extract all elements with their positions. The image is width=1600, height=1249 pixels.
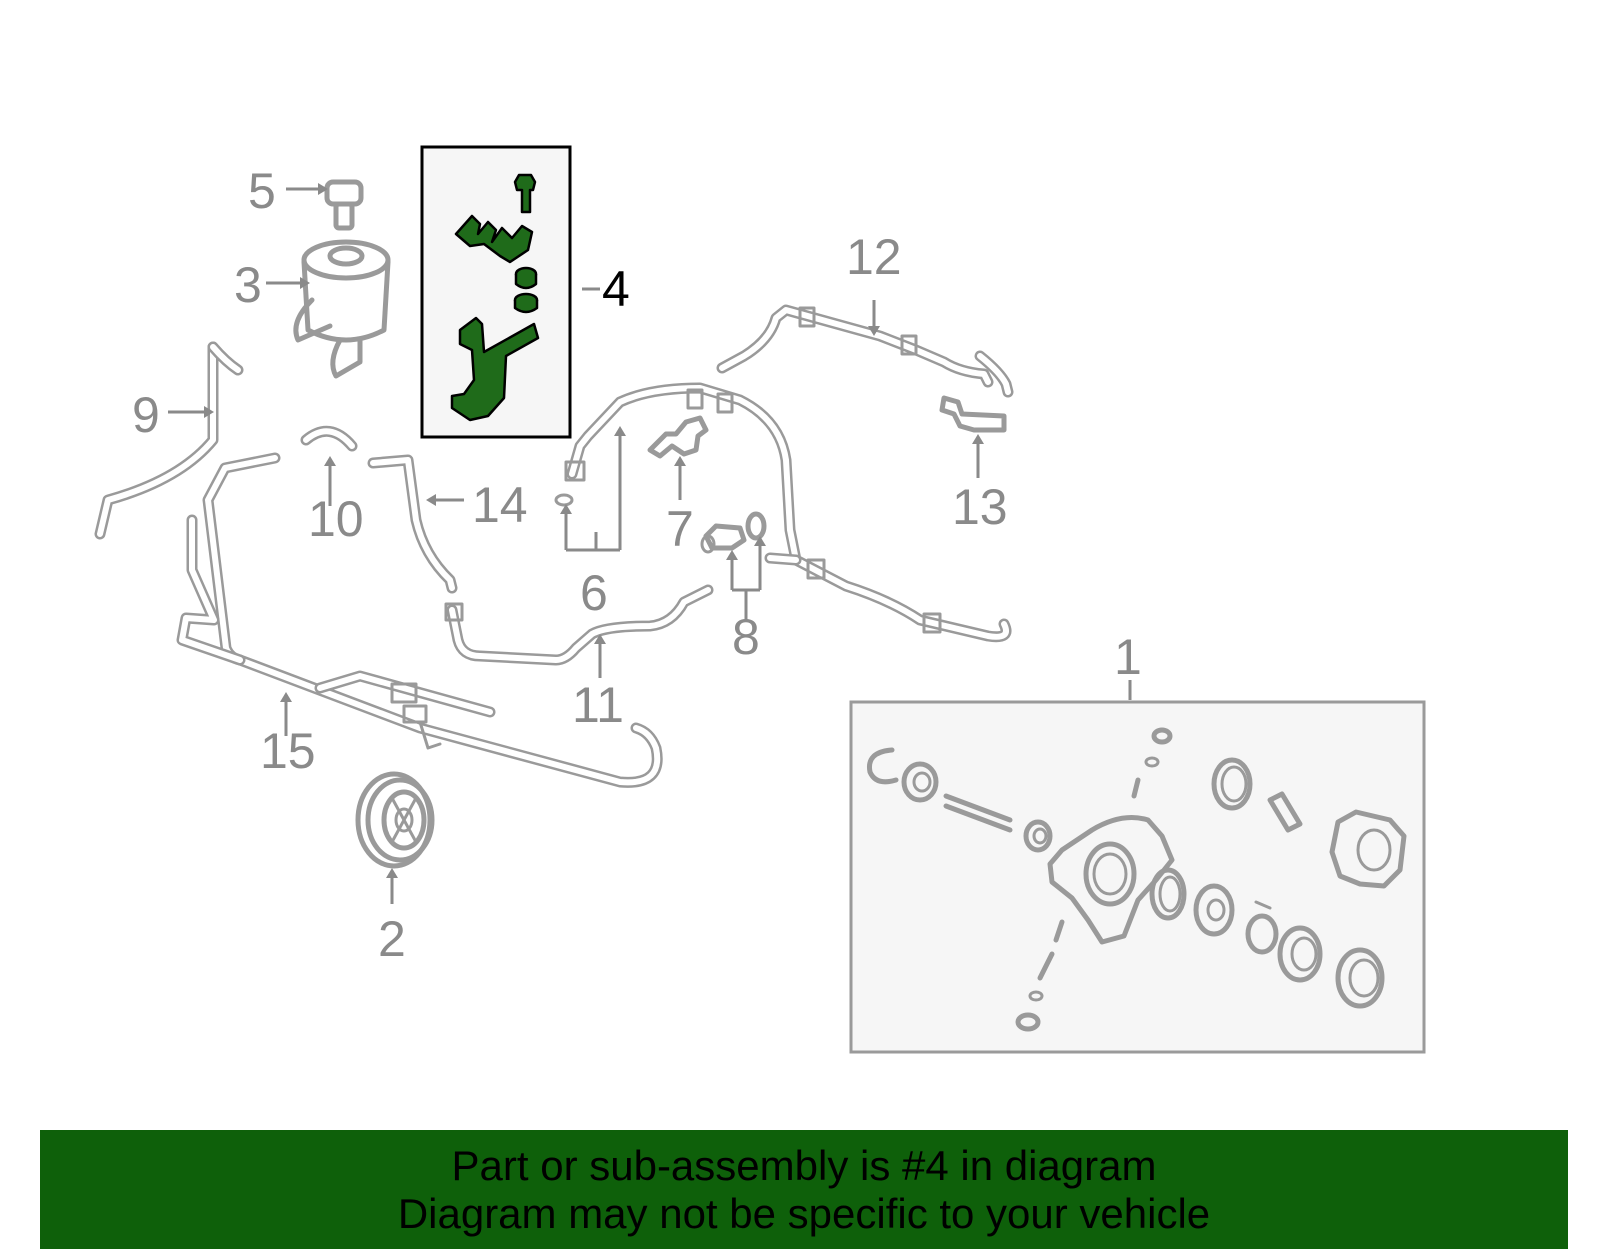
part-13-bracket[interactable] [939,395,1007,433]
part-6-hose[interactable] [554,382,1012,643]
callout-5: 5 [248,163,276,219]
callout-9: 9 [132,387,160,443]
banner-line-1: Part or sub-assembly is #4 in diagram [451,1142,1157,1189]
part-9-hose[interactable] [94,341,244,540]
part-12-line[interactable] [716,304,1014,398]
part-15-line[interactable] [176,452,663,788]
part-10-hose[interactable] [300,425,358,452]
callout-3: 3 [234,257,262,313]
callout-10: 10 [308,491,364,547]
callout-15: 15 [260,723,316,779]
part-5-cap[interactable] [324,179,364,231]
callout-8: 8 [732,609,760,665]
info-banner: Part or sub-assembly is #4 in diagram Di… [40,1130,1568,1249]
callout-12: 12 [846,229,902,285]
leader-lines [168,187,1132,904]
part-4-assembly[interactable] [450,173,540,422]
callout-2: 2 [378,911,406,967]
part-11-line[interactable] [444,584,714,666]
callout-4: 4 [602,261,630,317]
callout-7: 7 [666,501,694,557]
callout-14: 14 [472,477,528,533]
callout-11: 11 [572,677,624,733]
banner-line-2: Diagram may not be specific to your vehi… [397,1190,1211,1237]
part-14-hose[interactable] [367,454,458,594]
leader-arrowheads [204,183,984,878]
part-2-pulley[interactable] [355,771,435,869]
callout-13: 13 [952,479,1008,535]
callout-1: 1 [1114,629,1142,685]
callout-6: 6 [580,565,608,621]
callout-labels: 5 3 4 9 10 14 12 13 7 6 8 11 15 2 1 [132,163,1142,967]
part-1-box[interactable] [849,700,1426,1054]
part-3-reservoir[interactable] [293,239,391,379]
part-8-fitting[interactable] [700,511,767,554]
part-7-bracket[interactable] [647,415,709,459]
part-1-pump[interactable] [866,727,1407,1032]
